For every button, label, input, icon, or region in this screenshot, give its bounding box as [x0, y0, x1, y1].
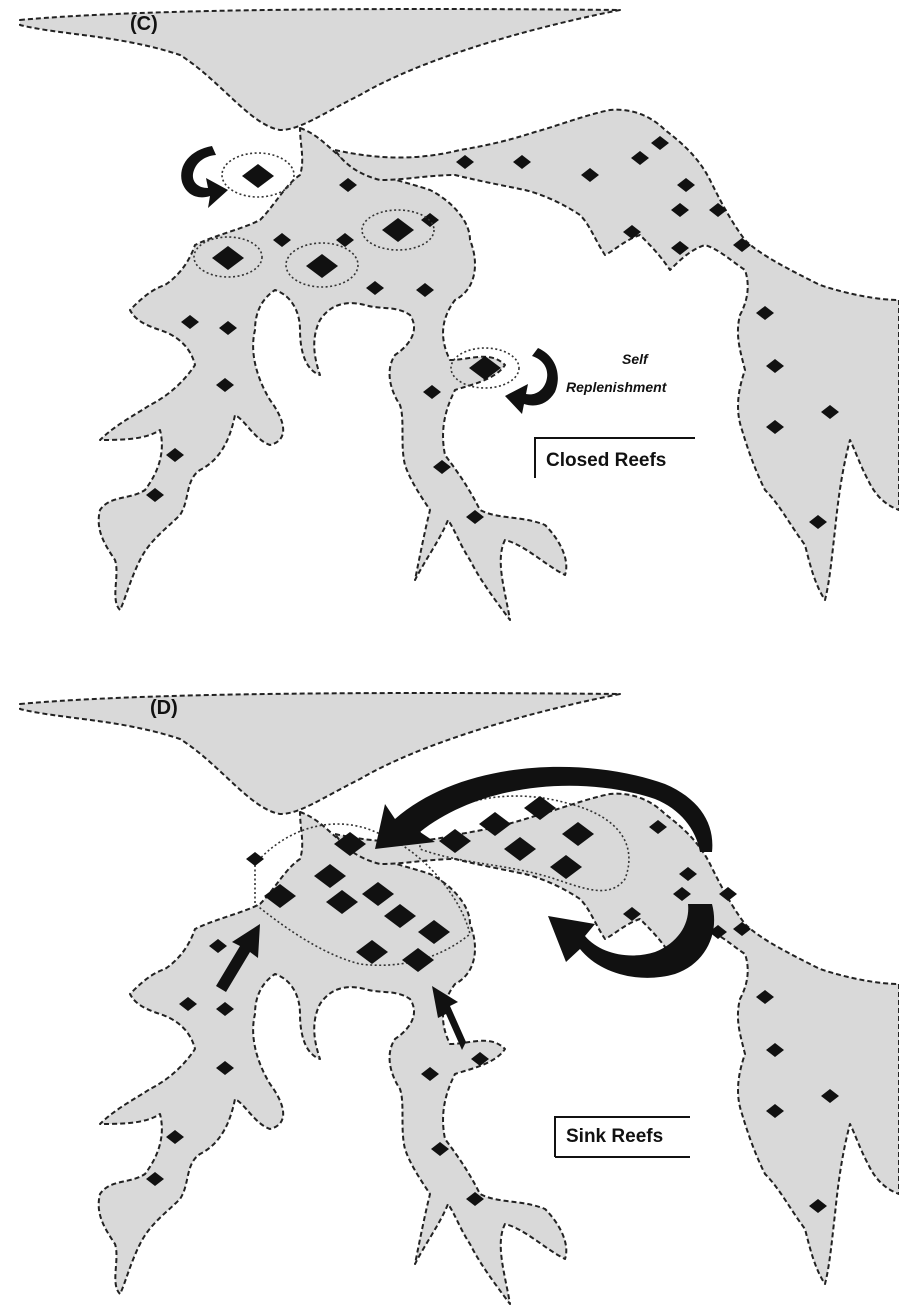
panel-c: (C) Self Replenishment Closed Reefs	[20, 9, 899, 620]
panel-label: (D)	[150, 697, 178, 719]
reef-diamond-icon	[242, 164, 274, 188]
curved-arrow-icon	[505, 348, 558, 414]
annotation-replenishment: Replenishment	[566, 379, 668, 395]
legend-label: Closed Reefs	[546, 450, 666, 471]
legend-label: Sink Reefs	[566, 1126, 663, 1147]
panel-label: (C)	[130, 13, 158, 35]
annotation-self: Self	[622, 351, 649, 367]
panel-d: (D) Sink Reefs	[20, 693, 899, 1304]
reef-diamond-icon	[246, 852, 264, 866]
curved-arrow-icon	[181, 146, 228, 208]
